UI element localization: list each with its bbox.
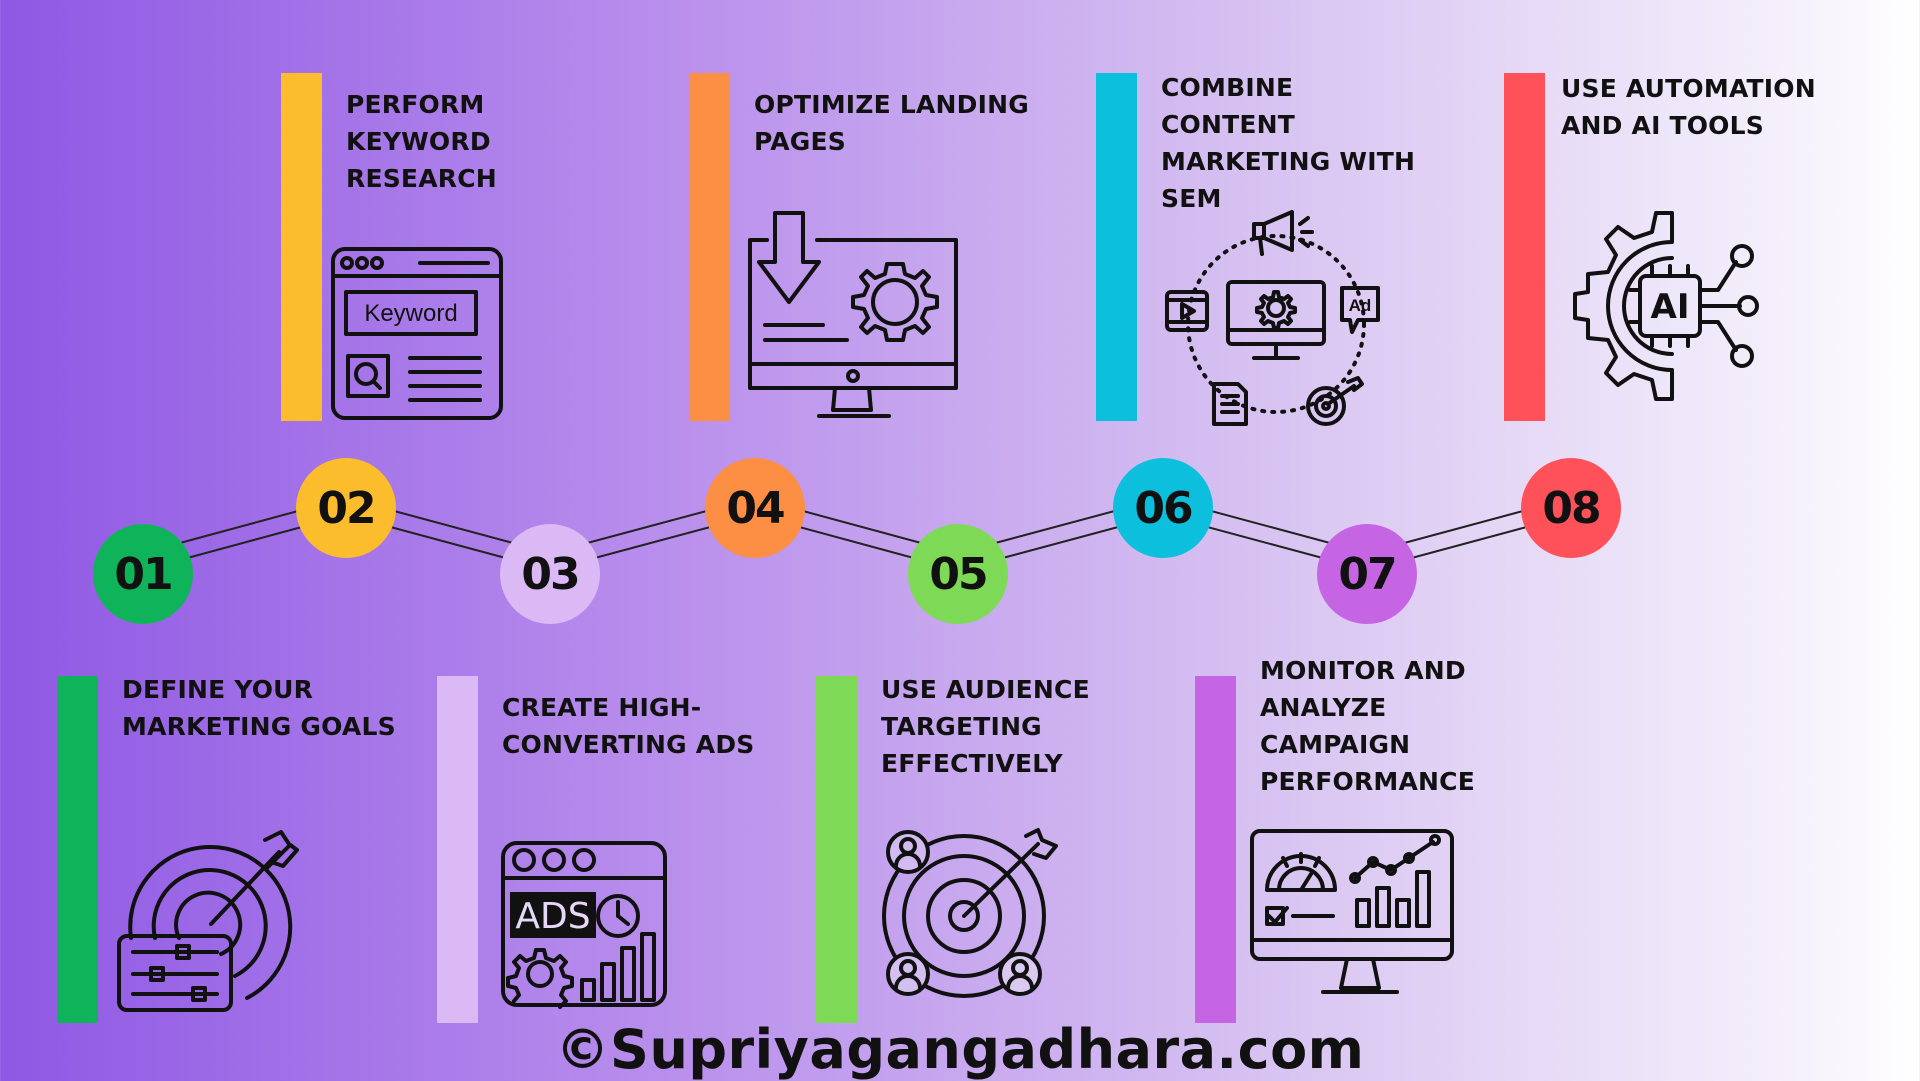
copyright-footer: ©Supriyagangadhara.com: [555, 1018, 1365, 1081]
step-05-bar: [816, 676, 857, 1023]
step-08-bar: [1504, 73, 1545, 421]
step-07-bar: [1195, 676, 1236, 1023]
ai-tools-icon: AI: [1572, 210, 1759, 404]
marketing-goals-target-icon: [117, 828, 300, 1013]
step-01-badge: 01: [93, 524, 193, 624]
step-01-bar: [57, 676, 98, 1023]
step-03-title: CREATE HIGH-CONVERTING ADS: [502, 693, 755, 759]
step-05-badge: 05: [908, 524, 1008, 624]
step-02-bar: [281, 73, 322, 421]
audience-targeting-icon: [880, 828, 1060, 998]
landing-page-monitor-icon: [747, 210, 959, 422]
step-04-badge: 04: [705, 458, 805, 558]
content-marketing-icon: Ad: [1164, 210, 1386, 428]
step-02-badge: 02: [296, 458, 396, 558]
keyword-research-icon: Keyword: [330, 246, 504, 421]
step-08-badge: 08: [1521, 458, 1621, 558]
step-06-bar: [1096, 73, 1137, 421]
step-06-badge: 06: [1113, 458, 1213, 558]
step-07-badge: 07: [1317, 524, 1417, 624]
ad-badge-text: Ad: [1349, 296, 1372, 315]
keyword-box-text: Keyword: [364, 300, 457, 327]
step-03-badge: 03: [500, 524, 600, 624]
ai-chip-text: AI: [1651, 287, 1690, 327]
analytics-monitor-icon: [1249, 828, 1459, 998]
ads-dashboard-icon: ADS: [500, 840, 668, 1009]
step-03-bar: [437, 676, 478, 1023]
ads-label-text: ADS: [515, 896, 590, 937]
step-04-bar: [689, 73, 730, 421]
